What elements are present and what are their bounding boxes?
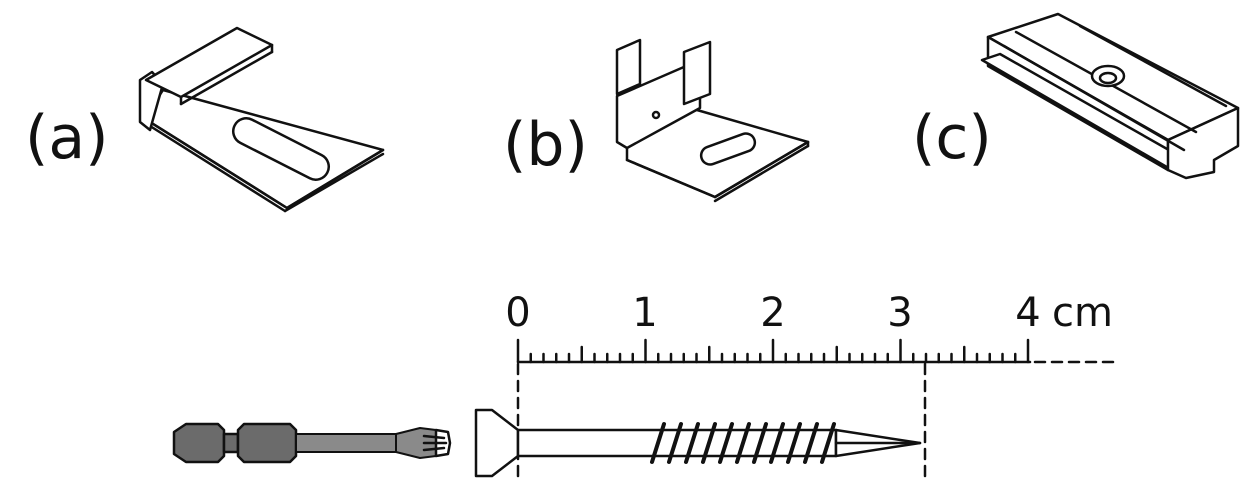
screw-thread (718, 422, 734, 464)
clip-b-base-edge-front (713, 140, 810, 199)
screw-illustration (474, 408, 922, 478)
clip-c-end-face (1166, 106, 1240, 180)
clip-c-screw-hole-inner (1098, 71, 1118, 85)
driver-bit-flute-3 (422, 446, 446, 452)
clip-a-base-thickness (148, 124, 287, 213)
clip-b-base-edge (625, 158, 717, 199)
ruler-tick-label-4: 4 (1015, 290, 1040, 336)
clip-b-illustration (615, 38, 810, 203)
clip-a-tongue-edge-front (179, 50, 274, 106)
ruler-ticks (516, 338, 1030, 364)
ruler: 0 1 2 3 4 cm (505, 290, 1122, 480)
screw-thread (667, 422, 683, 464)
clip-a-base-edge (148, 120, 385, 210)
clip-a-slot (232, 117, 330, 181)
clip-c-illustration (980, 12, 1240, 180)
ruler-tick-label-3: 3 (887, 290, 912, 336)
ruler-tick-label-0: 0 (505, 290, 530, 336)
screw-thread (803, 422, 819, 464)
clip-b-left-tab (615, 38, 642, 96)
driver-bit-flute-1 (422, 434, 446, 440)
screw-thread (650, 422, 666, 464)
ruler-tick-label-2: 2 (760, 290, 785, 336)
screw-thread (769, 422, 785, 464)
screw-thread (820, 422, 836, 464)
screw-threads (650, 422, 836, 464)
panel-label-a: (a) (25, 103, 109, 173)
driver-bit-shaft (295, 433, 397, 453)
screw-thread (735, 422, 751, 464)
driver-bit-hex-body (236, 422, 298, 464)
driver-bit-illustration (172, 422, 452, 464)
screw-head (474, 408, 520, 478)
clip-c-ridge-1 (1002, 44, 1186, 152)
driver-bit-groove (222, 432, 240, 454)
clip-b-right-tab (682, 40, 712, 106)
screw-thread (701, 422, 717, 464)
panel-label-b: (b) (503, 110, 588, 180)
clip-b-slot (699, 132, 757, 166)
screw-thread (752, 422, 768, 464)
ruler-unit-label: cm (1052, 290, 1113, 336)
clip-b-base-thickness (713, 144, 810, 203)
ruler-tick-label-1: 1 (632, 290, 657, 336)
panel-label-c: (c) (912, 103, 992, 173)
driver-bit-hex-shank (172, 422, 226, 464)
clip-b-hole (651, 110, 661, 120)
screw-thread (786, 422, 802, 464)
clip-c-ridge-3 (1078, 24, 1228, 108)
clip-a-base-thickness-front (283, 152, 385, 213)
screw-thread (684, 422, 700, 464)
clip-a-illustration (138, 26, 385, 213)
